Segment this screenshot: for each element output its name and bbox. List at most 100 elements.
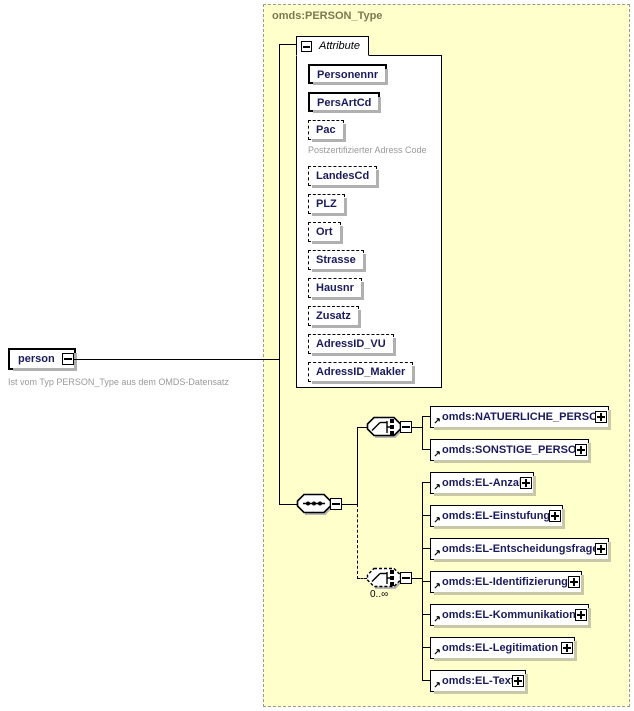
attribute-item-zusatz[interactable]: Zusatz: [308, 306, 361, 328]
element-label: omds:EL-Einstufung: [442, 510, 551, 522]
box-shadow: [434, 592, 584, 595]
attribute-item-plz[interactable]: PLZ: [308, 194, 347, 216]
attribute-item-adressid-vu[interactable]: AdressID_VU: [308, 334, 396, 356]
element-ref-el-entscheidungsfrage[interactable]: omds:EL-Entscheidungsfrage: [430, 538, 611, 562]
box-shadow: [434, 427, 611, 430]
element-label: omds:SONSTIGE_PERSON: [442, 444, 585, 456]
connector-line: [74, 359, 280, 360]
connector-fan: [422, 416, 423, 449]
connector-line: [422, 548, 431, 549]
box-shadow: [434, 460, 591, 463]
element-annotation-person: Ist vom Typ PERSON_Type aus dem OMDS-Dat…: [8, 377, 229, 387]
element-label: person: [18, 353, 55, 365]
box-shadow: [434, 526, 565, 529]
connector-branch-down: [357, 504, 358, 579]
attribute-label: PLZ: [316, 198, 337, 210]
minus-expander-icon[interactable]: [400, 572, 412, 584]
attribute-item-ort[interactable]: Ort: [308, 222, 343, 244]
reference-arrow-icon: [434, 517, 440, 523]
box-shadow: [434, 493, 536, 496]
box-shadow: [312, 325, 361, 328]
element-ref-sonstige-person[interactable]: omds:SONSTIGE_PERSON: [430, 439, 591, 463]
reference-arrow-icon: [434, 583, 440, 589]
element-ref-natuerliche-person[interactable]: omds:NATUERLICHE_PERSON: [430, 406, 611, 430]
attribute-item-persartcd[interactable]: PersArtCd: [308, 92, 382, 113]
choice-connector-icon[interactable]: [366, 416, 404, 438]
plus-expander-icon[interactable]: [595, 411, 607, 423]
box-shadow: [312, 213, 347, 216]
element-ref-el-legitimation[interactable]: omds:EL-Legitimation: [430, 637, 577, 661]
attribute-label: Hausnr: [316, 282, 354, 294]
plus-expander-icon[interactable]: [595, 543, 607, 555]
box-shadow: [434, 658, 577, 661]
sequence-connector-icon[interactable]: [296, 493, 334, 515]
connector-line: [341, 504, 358, 505]
attribute-label: Ort: [316, 226, 333, 238]
attribute-label: PersArtCd: [317, 97, 372, 109]
reference-arrow-icon: [434, 550, 440, 556]
reference-arrow-icon: [434, 418, 440, 424]
element-box-person[interactable]: person: [8, 348, 77, 371]
connector-line: [422, 581, 431, 582]
box-shadow: [434, 559, 611, 562]
element-ref-el-kommunikation[interactable]: omds:EL-Kommunikation: [430, 604, 591, 628]
element-ref-el-anzahl[interactable]: omds:EL-Anzahl: [430, 472, 536, 496]
choice-connector-icon-optional[interactable]: [366, 567, 404, 589]
connector-line: [422, 515, 431, 516]
minus-expander-icon[interactable]: [62, 353, 74, 365]
connector-line: [422, 449, 431, 450]
minus-expander-icon[interactable]: [330, 498, 342, 510]
box-shadow: [312, 185, 380, 188]
connector-line: [279, 504, 298, 505]
reference-arrow-icon: [434, 649, 440, 655]
plus-expander-icon[interactable]: [575, 444, 587, 456]
element-label: omds:EL-Entscheidungsfrage: [442, 543, 599, 555]
connector-line: [411, 578, 423, 579]
connector-line: [357, 427, 367, 428]
attribute-item-adressid-makler[interactable]: AdressID_Makler: [308, 362, 416, 384]
element-label: omds:EL-Identifizierung: [442, 576, 568, 588]
box-shadow: [312, 381, 416, 384]
plus-expander-icon[interactable]: [512, 675, 524, 687]
attribute-panel-tab[interactable]: Attribute: [296, 36, 369, 56]
attribute-item-landescd[interactable]: LandesCd: [308, 166, 380, 188]
box-shadow: [312, 297, 364, 300]
element-label: omds:EL-Text: [442, 675, 515, 687]
attribute-label: AdressID_VU: [316, 338, 386, 350]
reference-arrow-icon: [434, 451, 440, 457]
element-ref-el-text[interactable]: omds:EL-Text: [430, 670, 528, 694]
plus-expander-icon[interactable]: [568, 576, 580, 588]
attribute-panel-label: Attribute: [319, 40, 360, 52]
connector-line: [422, 680, 431, 681]
attribute-item-pac[interactable]: Pac: [308, 120, 346, 142]
attribute-label: LandesCd: [316, 170, 370, 182]
box-shadow: [13, 368, 77, 371]
attribute-label: Pac: [316, 124, 336, 136]
minus-expander-icon[interactable]: [400, 421, 412, 433]
connector-line: [422, 416, 431, 417]
attribute-item-strasse[interactable]: Strasse: [308, 250, 366, 272]
box-shadow: [313, 110, 382, 113]
attribute-item-hausnr[interactable]: Hausnr: [308, 278, 364, 300]
connector-line: [357, 578, 367, 579]
connector-line: [422, 647, 431, 648]
connector-line: [411, 427, 423, 428]
plus-expander-icon[interactable]: [520, 477, 532, 489]
reference-arrow-icon: [434, 682, 440, 688]
plus-expander-icon[interactable]: [549, 510, 561, 522]
element-ref-el-identifizierung[interactable]: omds:EL-Identifizierung: [430, 571, 584, 595]
element-label: omds:EL-Kommunikation: [442, 609, 576, 621]
complex-type-title: omds:PERSON_Type: [272, 10, 383, 22]
plus-expander-icon[interactable]: [575, 609, 587, 621]
cardinality-label: 0..∞: [370, 589, 389, 600]
minus-collapse-icon[interactable]: [301, 41, 312, 52]
plus-expander-icon[interactable]: [561, 642, 573, 654]
element-label: omds:EL-Legitimation: [442, 642, 559, 654]
element-ref-el-einstufung[interactable]: omds:EL-Einstufung: [430, 505, 565, 529]
connector-trunk: [279, 44, 280, 504]
box-shadow: [312, 269, 366, 272]
box-shadow: [434, 625, 591, 628]
element-label: omds:EL-Anzahl: [442, 477, 529, 489]
attribute-item-personennr[interactable]: Personennr: [308, 64, 389, 85]
